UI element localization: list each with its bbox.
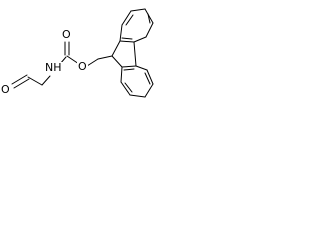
bond-oester-ch2 [86, 58, 99, 67]
bond-upper-6 [133, 36, 147, 43]
bond-ch2-c9 [97, 55, 113, 60]
bond-aldehyde-co-1 [11, 74, 28, 85]
bond-lower-1 [121, 65, 137, 68]
bond-upper-3 [130, 8, 146, 12]
bond-lower-4 [129, 94, 146, 98]
atom-o-ester: O [77, 60, 88, 73]
bond-lower-5 [144, 83, 154, 98]
bond-lower-6 [146, 69, 154, 85]
fmoc-glycinal-skeleton [11, 8, 154, 98]
bond-ch2-n [41, 75, 51, 86]
bond-lower-inner-1 [123, 68, 135, 71]
bond-upper-1 [119, 24, 123, 42]
bond-lower-3 [120, 81, 131, 96]
bond-upper-5 [145, 22, 154, 38]
bond-c9-c9a [111, 40, 121, 57]
bond-upper-inner-2 [147, 13, 151, 24]
atom-nh-amide: NH [44, 61, 63, 74]
bond-lower-7 [135, 65, 148, 71]
bond-lower-inner-2 [124, 82, 133, 93]
bond-upper-2 [121, 10, 132, 26]
atom-o-carbonyl: O [61, 28, 72, 41]
bond-aldehyde-co-2 [13, 78, 30, 89]
bond-lower-inner-3 [144, 72, 151, 85]
bond-c-ch2 [27, 76, 43, 86]
bond-c4a-c4b [133, 41, 137, 67]
atom-o-aldehyde: O [0, 83, 11, 96]
bond-c9-c8a [111, 55, 123, 68]
bond-upper-4 [144, 8, 154, 24]
bond-upper-7 [119, 40, 135, 43]
bond-lower-2 [120, 66, 123, 83]
bond-upper-inner-1 [125, 14, 134, 26]
bond-upper-inner-3 [121, 37, 133, 40]
